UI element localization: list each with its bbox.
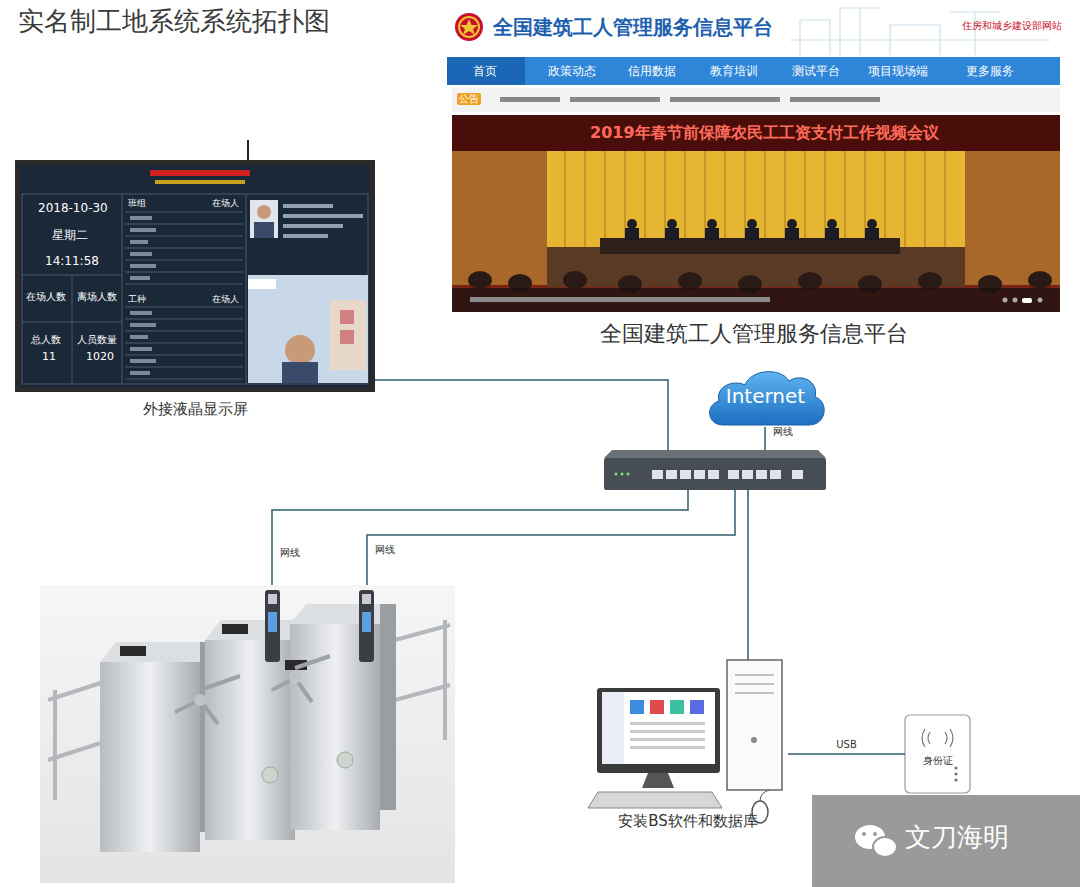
lcd-time: 14:11:58 (45, 254, 99, 268)
notice-tag: 公告 (457, 93, 481, 105)
platform-website: 全国建筑工人管理服务信息平台 (447, 0, 1060, 355)
nav-item: 教育培训 (710, 64, 758, 78)
node-label: Internet (703, 384, 828, 408)
internet-cloud: Internet (703, 365, 828, 427)
lcd-header: 班组 (128, 198, 146, 209)
cable-label: 网线 (278, 547, 302, 559)
lcd-header: 工种 (128, 294, 146, 305)
lcd-header: 在场人 (212, 198, 239, 209)
node-label: 安装BS软件和数据库 (588, 812, 788, 830)
site-link: 住房和城乡建设部网站 (962, 20, 1062, 32)
nav-item: 测试平台 (792, 64, 840, 78)
turnstile-gates (40, 585, 455, 883)
network-switch (604, 450, 826, 490)
nav-item: 信用数据 (628, 64, 676, 78)
lcd-cell: 离场人数 (77, 291, 117, 303)
diagram-title: 实名制工地系统系统拓扑图 (18, 6, 330, 37)
watermark-badge (812, 795, 1080, 887)
node-label: 身份证 (905, 755, 970, 767)
network-cable (272, 380, 765, 660)
nav-item: 项目现场端 (868, 64, 928, 78)
edge-label: USB (834, 739, 859, 751)
cable-label: 网线 (373, 544, 397, 556)
lcd-header: 在场人 (212, 294, 239, 305)
node-label: 全国建筑工人管理服务信息平台 (447, 321, 1060, 347)
node-label: 外接液晶显示屏 (15, 400, 375, 418)
nav-item: 首页 (473, 64, 497, 78)
lcd-weekday: 星期二 (52, 228, 88, 242)
nav-item: 政策动态 (548, 64, 596, 78)
website-screenshot (447, 0, 1060, 312)
lcd-display: 外接液晶显示屏 (15, 160, 375, 425)
id-card-reader (905, 715, 970, 793)
lcd-cell: 在场人数 (26, 291, 66, 303)
server-computer: 安装BS软件和数据库 (588, 655, 788, 840)
computer (588, 660, 782, 823)
nav-item: 更多服务 (966, 64, 1014, 78)
watermark: 文刀海明 (905, 822, 1009, 853)
site-header-title: 全国建筑工人管理服务信息平台 (493, 15, 773, 39)
banner-title: 2019年春节前保障农民工工资支付工作视频会议 (590, 123, 939, 142)
lcd-value: 1020 (86, 350, 114, 363)
cable-label: 网线 (771, 426, 795, 438)
lcd-date: 2018-10-30 (38, 201, 108, 215)
lcd-cell: 人员数量 (77, 334, 117, 346)
lcd-screen (15, 140, 375, 392)
lcd-cell: 总人数 (31, 334, 61, 346)
id-reader: 身份证 (905, 715, 970, 793)
lcd-value: 11 (42, 350, 56, 363)
usb-cable (788, 753, 905, 755)
